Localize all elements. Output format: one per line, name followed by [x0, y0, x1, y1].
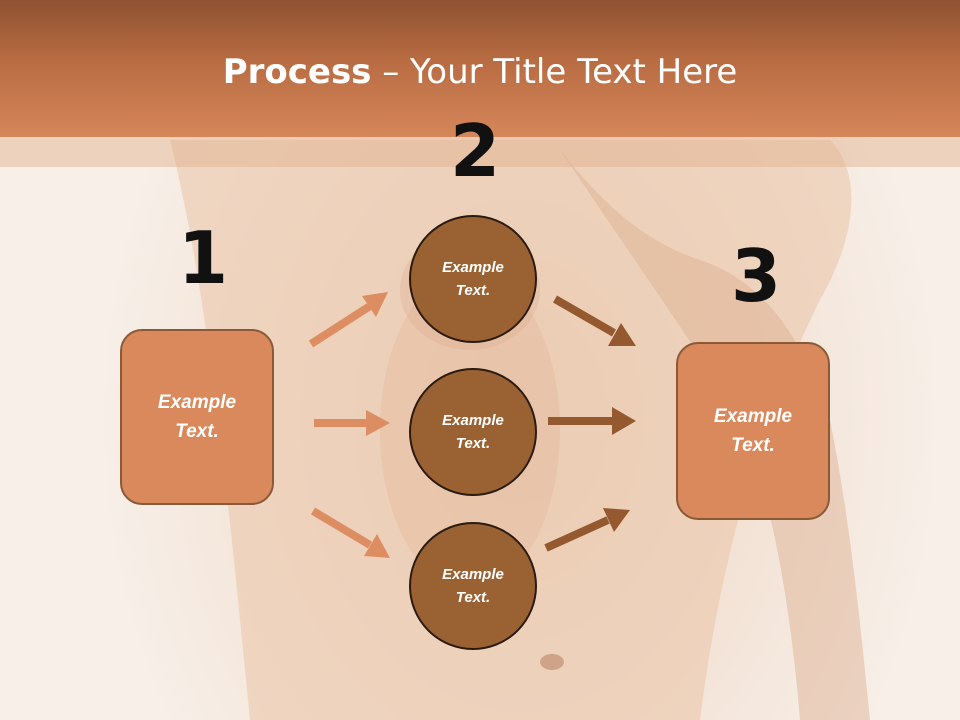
middle-circle-text: Example Text.	[442, 412, 504, 452]
top-circle-text: Example Text.	[442, 259, 504, 299]
step-number-3: 3	[731, 234, 782, 318]
arrow-from-bottom-circle	[544, 508, 630, 552]
title-rest: – Your Title Text Here	[371, 52, 738, 92]
middle-circle: Example Text.	[409, 368, 537, 496]
arrow-to-top-circle	[308, 292, 388, 348]
step-number-2: 2	[450, 109, 501, 193]
slide-title: Process – Your Title Text Here	[0, 52, 960, 92]
right-step-box: Example Text.	[676, 342, 830, 520]
left-step-box-text: Example Text.	[157, 392, 237, 442]
right-step-box-text: Example Text.	[713, 406, 793, 456]
arrow-from-top-circle	[553, 295, 636, 346]
bottom-circle: Example Text.	[409, 522, 537, 650]
title-bold: Process	[222, 52, 372, 92]
arrow-to-bottom-circle	[310, 507, 390, 558]
top-circle: Example Text.	[409, 215, 537, 343]
bottom-circle-text: Example Text.	[442, 566, 504, 606]
title-bar-band	[0, 137, 960, 167]
left-step-box: Example Text.	[120, 329, 274, 505]
title-bar	[0, 0, 960, 137]
step-number-1: 1	[178, 216, 229, 300]
arrow-to-middle-circle	[314, 410, 390, 436]
arrow-from-middle-circle	[548, 407, 636, 435]
